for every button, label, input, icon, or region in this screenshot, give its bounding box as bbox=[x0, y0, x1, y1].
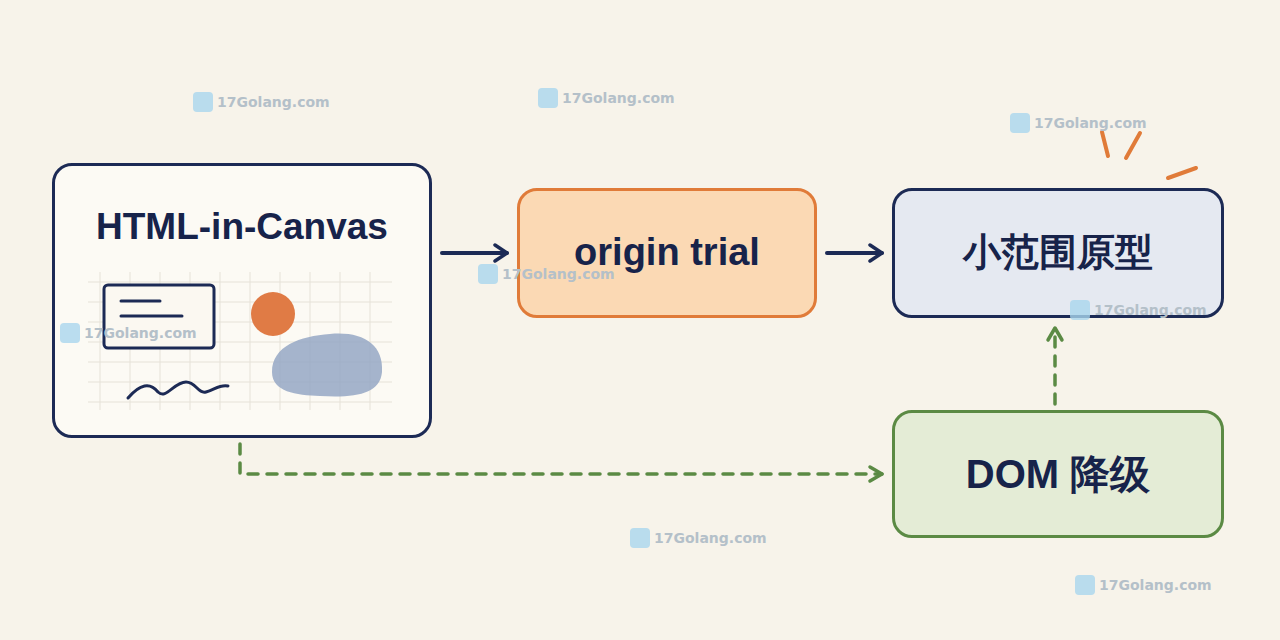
feature-box: HTML-in-Canvas bbox=[52, 163, 432, 438]
watermark: 17Golang.com bbox=[538, 88, 675, 108]
watermark-icon bbox=[1010, 113, 1030, 133]
flow-arrow bbox=[1053, 328, 1057, 404]
watermark-icon bbox=[1075, 575, 1095, 595]
card-line bbox=[121, 315, 182, 318]
watermark-text: 17Golang.com bbox=[1099, 577, 1212, 593]
watermark-text: 17Golang.com bbox=[84, 325, 197, 341]
watermark: 17Golang.com bbox=[60, 323, 197, 343]
fallback-box: DOM 降级 bbox=[892, 410, 1224, 538]
watermark-icon bbox=[478, 264, 498, 284]
flow-arrow bbox=[240, 444, 882, 474]
process-box: origin trial bbox=[517, 188, 817, 318]
watermark: 17Golang.com bbox=[193, 92, 330, 112]
watermark-icon bbox=[538, 88, 558, 108]
watermark-text: 17Golang.com bbox=[654, 530, 767, 546]
flow-arrow bbox=[827, 251, 882, 255]
orange-circle bbox=[251, 292, 295, 336]
watermark-text: 17Golang.com bbox=[1034, 115, 1147, 131]
watermark-icon bbox=[60, 323, 80, 343]
watermark: 17Golang.com bbox=[1075, 575, 1212, 595]
grid-pattern bbox=[88, 272, 392, 410]
watermark-icon bbox=[630, 528, 650, 548]
flow-arrow bbox=[442, 251, 507, 255]
node-label: HTML-in-Canvas bbox=[96, 206, 388, 249]
node-label: 小范围原型 bbox=[963, 231, 1153, 275]
card-line bbox=[121, 300, 160, 303]
squiggle-line bbox=[128, 382, 228, 398]
watermark-text: 17Golang.com bbox=[562, 90, 675, 106]
watermark-text: 17Golang.com bbox=[1094, 302, 1207, 318]
watermark: 17Golang.com bbox=[478, 264, 615, 284]
blue-blob bbox=[272, 334, 382, 397]
node-label: DOM 降级 bbox=[966, 451, 1150, 497]
watermark: 17Golang.com bbox=[630, 528, 767, 548]
watermark-icon bbox=[193, 92, 213, 112]
watermark: 17Golang.com bbox=[1070, 300, 1207, 320]
watermark: 17Golang.com bbox=[1010, 113, 1147, 133]
watermark-icon bbox=[1070, 300, 1090, 320]
highlight-spark bbox=[1102, 132, 1196, 178]
watermark-text: 17Golang.com bbox=[502, 266, 615, 282]
result-box: 小范围原型 bbox=[892, 188, 1224, 318]
watermark-text: 17Golang.com bbox=[217, 94, 330, 110]
